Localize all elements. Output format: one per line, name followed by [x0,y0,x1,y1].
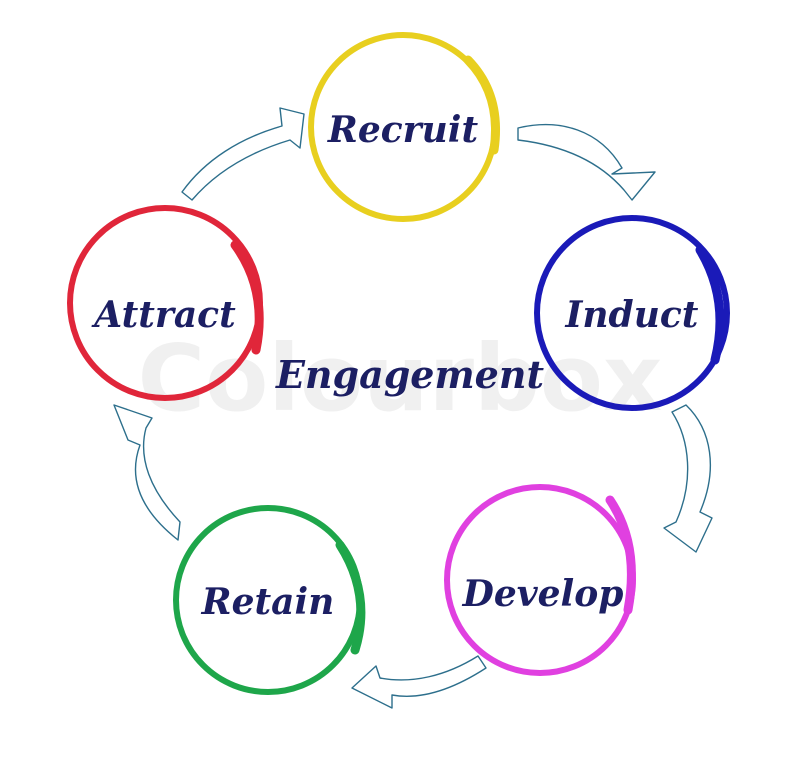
node-retain: Retain [173,505,366,695]
label-develop: Develop [462,573,624,615]
circle-induct [534,215,730,411]
stroke-accent-recruit [463,55,501,155]
stroke-accent-induct [695,245,725,365]
stroke-accent-retain [335,540,366,655]
label-attract: Attract [91,294,236,336]
arrow-induct-to-develop [663,404,713,553]
label-recruit: Recruit [327,109,479,151]
arrow-attract-to-recruit [181,107,305,201]
stroke-accent-develop [605,495,636,615]
label-retain: Retain [201,581,335,623]
arrow-develop-to-retain [351,655,487,709]
node-develop: Develop [444,484,636,676]
node-induct: Induct [534,215,730,411]
stroke-accent-attract [230,240,264,355]
arrow-retain-to-attract [113,404,181,541]
label-induct: Induct [565,294,699,336]
node-recruit: Recruit [308,32,501,222]
center-label-engagement: Engagement [275,352,545,397]
arrow-recruit-to-induct [517,123,656,201]
node-attract: Attract [67,205,264,401]
